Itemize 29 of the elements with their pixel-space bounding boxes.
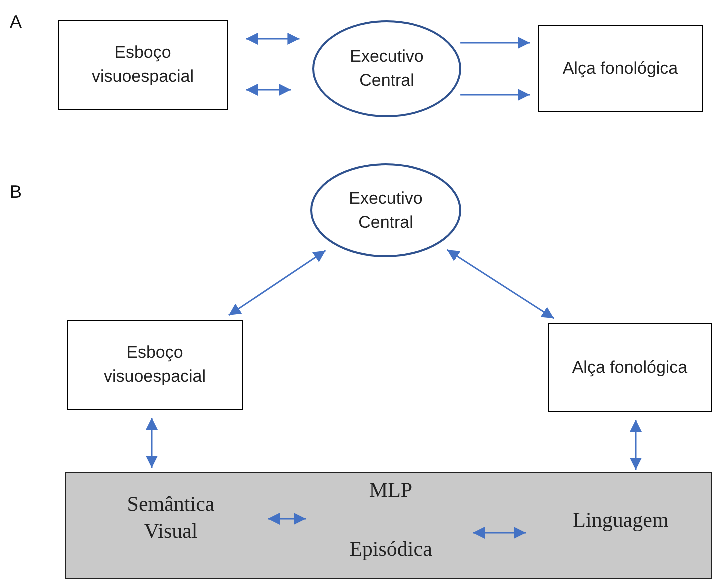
process-ellipse	[312, 20, 462, 118]
node-label: Executivo Central	[348, 188, 424, 234]
arrow	[146, 418, 158, 468]
process-box	[548, 323, 712, 412]
node-label: Alça fonológica	[571, 356, 689, 379]
node-label: Esboço visuoespacial	[90, 42, 196, 88]
arrow	[460, 89, 530, 101]
arrow	[228, 250, 326, 316]
node-label: Esboço visuoespacial	[102, 342, 208, 388]
arrow	[473, 527, 526, 539]
arrow	[246, 33, 300, 45]
panel-label: A	[10, 12, 22, 33]
memory-label: Semântica Visual	[104, 488, 238, 548]
node-label: Alça fonológica	[562, 58, 680, 80]
memory-heading: MLP	[368, 477, 414, 504]
arrow	[246, 84, 292, 96]
memory-label: Linguagem	[551, 501, 691, 541]
arrow	[460, 37, 530, 49]
memory-band	[65, 472, 712, 579]
panel-label: B	[10, 182, 22, 203]
process-box	[58, 20, 228, 110]
memory-label: Episódica	[331, 518, 451, 563]
process-box	[67, 320, 243, 410]
process-ellipse	[310, 163, 462, 258]
arrow	[446, 249, 555, 320]
node-label: Executivo Central	[349, 46, 425, 92]
arrow	[630, 420, 642, 470]
arrow	[268, 513, 306, 525]
process-box	[538, 25, 703, 112]
